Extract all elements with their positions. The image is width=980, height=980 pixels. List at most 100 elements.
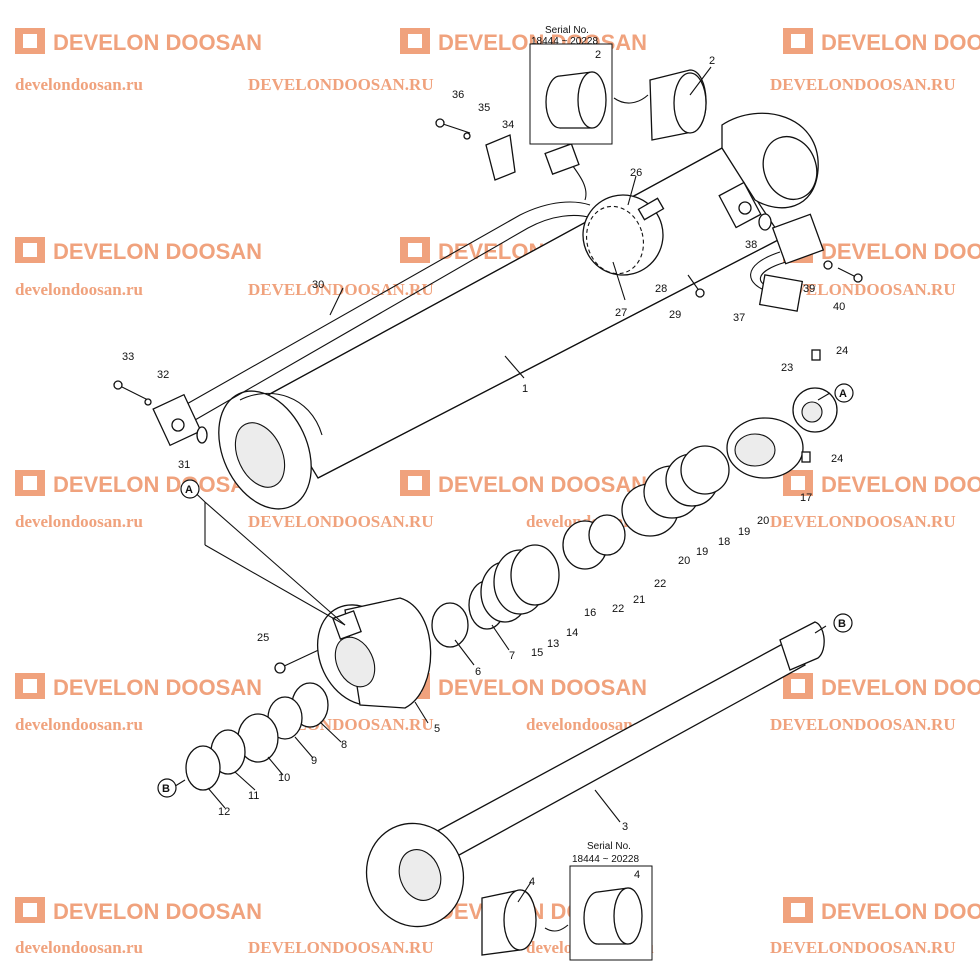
seal-14 (510, 544, 560, 606)
rod-cover (316, 597, 432, 709)
watermark-url: develondoosan.ru (15, 280, 143, 299)
serial-box-bottom: Serial No. 18444 ~ 20228 4 (569, 841, 653, 961)
callout-13: 13 (547, 638, 559, 650)
svg-text:DEVELON DOOSAN: DEVELON DOOSAN (821, 899, 980, 924)
callout-16: 16 (584, 607, 596, 619)
watermark-url: DEVELONDOOSAN.RU (248, 512, 434, 531)
watermark-url: develondoosan.ru (15, 715, 143, 734)
svg-text:DEVELON DOOSAN: DEVELON DOOSAN (821, 30, 980, 55)
callout-23: 23 (781, 362, 793, 374)
watermark-url: DEVELONDOOSAN.RU (248, 75, 434, 94)
svg-text:DEVELON DOOSAN: DEVELON DOOSAN (53, 899, 262, 924)
callout-30: 30 (312, 279, 324, 291)
watermark-logo: DEVELON DOOSAN (400, 28, 647, 55)
pipe-37 (750, 213, 825, 312)
callout-15: 15 (531, 647, 543, 659)
bolt-33 (113, 380, 152, 406)
watermark-url: DEVELONDOOSAN.RU (248, 938, 434, 957)
callout-34: 34 (502, 119, 514, 131)
ref-circle-b: B (157, 778, 177, 798)
watermark-logo: DEVELON DOOSAN (400, 673, 647, 700)
ref-circle-a: A (834, 383, 854, 403)
bushing-4 (481, 889, 569, 956)
callout-5: 5 (434, 723, 440, 735)
svg-text:Serial No.: Serial No. (545, 25, 589, 36)
seal-6 (431, 602, 469, 648)
ref-circle-b: B (833, 613, 853, 633)
clamp-bracket (485, 134, 516, 181)
callout-6: 6 (475, 666, 481, 678)
watermark-url: DEVELONDOOSAN.RU (770, 75, 956, 94)
svg-text:B: B (838, 618, 846, 630)
watermark-logo: DEVELON DOOSAN (783, 470, 980, 497)
svg-text:DEVELON DOOSAN: DEVELON DOOSAN (53, 30, 262, 55)
seal-19b (680, 445, 730, 495)
callout-37: 37 (733, 312, 745, 324)
callout-11: 11 (248, 790, 259, 802)
svg-text:18444 ~ 20228: 18444 ~ 20228 (531, 36, 598, 47)
callout-9: 9 (311, 755, 317, 767)
watermark-url: develondoosan.ru (526, 715, 654, 734)
callout-36: 36 (452, 89, 464, 101)
callout-25: 25 (257, 632, 269, 644)
callout-35: 35 (478, 102, 490, 114)
callout-14: 14 (566, 627, 578, 639)
svg-text:DEVELON DOOSAN: DEVELON DOOSAN (53, 239, 262, 264)
callout-7: 7 (509, 650, 515, 662)
watermark-logo: DEVELON DOOSAN (15, 673, 262, 700)
watermark-url: develondoosan.ru (15, 938, 143, 957)
svg-text:DEVELON DOOSAN: DEVELON DOOSAN (438, 472, 647, 497)
watermark-url: develondoosan.ru (15, 75, 143, 94)
watermark-url: DEVELONDOOSAN.RU (770, 715, 956, 734)
svg-text:B: B (162, 783, 170, 795)
callout-26: 26 (630, 167, 642, 179)
svg-text:DEVELON DOOSAN: DEVELON DOOSAN (438, 675, 647, 700)
svg-text:DEVELON DOOSAN: DEVELON DOOSAN (821, 675, 980, 700)
svg-text:4: 4 (634, 869, 640, 881)
svg-text:18444 ~ 20228: 18444 ~ 20228 (572, 854, 639, 865)
watermark-url: DEVELONDOOSAN.RU (770, 938, 956, 957)
callout-8: 8 (341, 739, 347, 751)
bolt-36 (435, 118, 471, 140)
bolt-28 (687, 274, 705, 298)
callout-40: 40 (833, 301, 845, 313)
callout-18: 18 (718, 536, 730, 548)
watermark-url: develondoosan.ru (15, 512, 143, 531)
svg-text:A: A (839, 388, 847, 400)
bolt-40 (823, 260, 863, 283)
pipe-clamp (582, 194, 665, 276)
callout-32: 32 (157, 369, 169, 381)
svg-text:DEVELON DOOSAN: DEVELON DOOSAN (821, 239, 980, 264)
piston-17 (726, 417, 804, 479)
callout-19b: 19 (696, 546, 708, 558)
callout-1: 1 (522, 383, 528, 395)
bushing-2 (613, 69, 707, 141)
callout-20b: 20 (678, 555, 690, 567)
callout-22: 22 (654, 578, 666, 590)
watermark-logo: DEVELON DOOSAN (15, 237, 262, 264)
leader-lines (171, 66, 831, 903)
callout-17: 17 (800, 492, 812, 504)
callout-28: 28 (655, 283, 667, 295)
callout-10: 10 (278, 772, 290, 784)
watermark-url: DEVELONDOOSAN.RU (770, 280, 956, 299)
watermark-url: DEVELONDOOSAN.RU (248, 280, 434, 299)
callout-24: 24 (836, 345, 848, 357)
callout-4: 4 (529, 876, 535, 888)
serial-box-top: Serial No. 18444 ~ 20228 2 (529, 25, 613, 145)
callout-21: 21 (633, 594, 645, 606)
nut-23 (792, 349, 838, 463)
seal-12 (185, 745, 221, 791)
callout-12: 12 (218, 806, 230, 818)
callout-39: 39 (803, 283, 815, 295)
callout-24b: 24 (831, 453, 843, 465)
svg-text:DEVELON DOOSAN: DEVELON DOOSAN (53, 472, 262, 497)
watermark-logo: DEVELON DOOSAN (15, 897, 262, 924)
callout-29: 29 (669, 309, 681, 321)
svg-text:DEVELON DOOSAN: DEVELON DOOSAN (53, 675, 262, 700)
callout-27: 27 (615, 307, 627, 319)
svg-text:A: A (185, 484, 193, 496)
watermark-logo: DEVELON DOOSAN (15, 28, 262, 55)
watermark-logo: DEVELON DOOSAN (400, 470, 647, 497)
